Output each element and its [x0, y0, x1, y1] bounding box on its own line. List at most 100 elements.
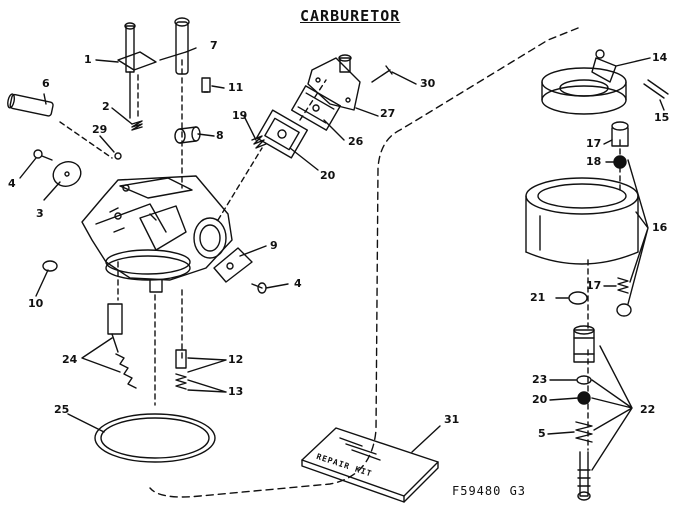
callout-9: 9	[270, 239, 278, 252]
screw-4-lower	[251, 282, 267, 294]
gasket-9	[213, 247, 253, 283]
leader-line	[239, 245, 267, 257]
needle-valve-6	[7, 93, 54, 117]
callout-21: 21	[530, 291, 546, 304]
leader-line	[549, 397, 579, 401]
callout-10: 10	[28, 297, 44, 310]
callout-4a: 4	[8, 177, 16, 190]
leader-line	[19, 157, 37, 179]
leader-line	[391, 71, 417, 85]
callout-11: 11	[228, 81, 244, 94]
leader-line	[35, 269, 49, 297]
callout-2: 2	[102, 100, 110, 113]
plug-10	[42, 260, 58, 272]
spring-13	[175, 373, 187, 390]
leader-line	[81, 337, 121, 373]
callout-23: 23	[532, 373, 548, 386]
oring-23	[576, 375, 592, 385]
callout-15: 15	[654, 111, 670, 124]
leader-line	[615, 57, 651, 67]
leader-line	[355, 107, 379, 117]
bushing-8	[174, 126, 201, 144]
needle-22-bottom	[577, 451, 591, 501]
callout-12: 12	[228, 353, 244, 366]
callout-22: 22	[640, 403, 656, 416]
alignment-line	[217, 147, 263, 221]
leader-line	[547, 431, 575, 435]
leader-line	[95, 59, 119, 63]
callout-4b: 4	[294, 277, 302, 290]
callout-6: 6	[42, 77, 50, 90]
leader-line	[99, 135, 115, 153]
leader-line	[265, 283, 289, 289]
gasket-20	[255, 109, 309, 159]
carburetor-body	[81, 175, 233, 293]
leader-line	[289, 147, 319, 171]
callout-26: 26	[348, 135, 364, 148]
callout-27: 27	[380, 107, 396, 120]
leader-line	[627, 159, 649, 305]
callout-13: 13	[228, 385, 244, 398]
leader-line	[185, 47, 197, 53]
washer-20-right	[577, 391, 591, 405]
callout-14: 14	[652, 51, 668, 64]
callout-20b: 20	[532, 393, 548, 406]
washer-18	[613, 155, 627, 169]
spring-19	[251, 135, 267, 149]
screw-30	[371, 65, 393, 83]
repair-kit-31	[301, 427, 439, 503]
leader-line	[243, 115, 257, 141]
mixture-screw-24	[107, 303, 137, 389]
diaphragm-26	[290, 85, 342, 131]
callout-3: 3	[36, 207, 44, 220]
callout-30: 30	[420, 77, 436, 90]
bracket-14	[541, 49, 627, 115]
callout-16: 16	[652, 221, 668, 234]
figure-code: F59480 G3	[452, 484, 527, 498]
fuel-bowl-16	[525, 177, 639, 265]
callout-1: 1	[84, 53, 92, 66]
leader-line	[659, 99, 665, 111]
leader-line	[111, 107, 133, 125]
callout-8: 8	[216, 129, 224, 142]
callout-17a: 17	[586, 137, 602, 150]
leader-line	[197, 133, 215, 137]
check-ball-29	[114, 152, 122, 160]
bowl-nut-22	[573, 325, 595, 363]
jet-12	[175, 349, 187, 369]
leader-line	[591, 345, 633, 471]
nut-16	[616, 303, 632, 317]
pump-cover-27	[307, 54, 361, 111]
pin-15	[643, 79, 669, 99]
washer-21	[568, 291, 588, 305]
callout-24: 24	[62, 353, 78, 366]
spring-2	[131, 120, 143, 131]
choke-shaft	[159, 17, 190, 75]
leader-line	[411, 425, 441, 453]
bowl-gasket-25	[94, 413, 216, 463]
throttle-plate-3	[52, 161, 82, 187]
spring-17-lower	[617, 277, 629, 294]
callout-5: 5	[538, 427, 546, 440]
leader-line	[43, 93, 47, 105]
alignment-line	[59, 121, 113, 159]
callout-7: 7	[210, 39, 218, 52]
callout-20: 20	[320, 169, 336, 182]
diagram-title: CARBURETOR	[300, 7, 401, 25]
alignment-line	[299, 79, 327, 121]
screw-11	[201, 77, 211, 93]
leader-line	[187, 357, 227, 373]
leader-line	[323, 119, 345, 141]
leader-line	[211, 85, 225, 89]
callout-31: 31	[444, 413, 460, 426]
screw-17-upper	[611, 121, 629, 147]
leader-line	[43, 181, 61, 201]
spring-5	[575, 421, 593, 443]
callout-25: 25	[54, 403, 70, 416]
callout-29: 29	[92, 123, 108, 136]
callout-18: 18	[586, 155, 602, 168]
callout-17b: 17	[586, 279, 602, 292]
leader-line	[603, 139, 613, 145]
